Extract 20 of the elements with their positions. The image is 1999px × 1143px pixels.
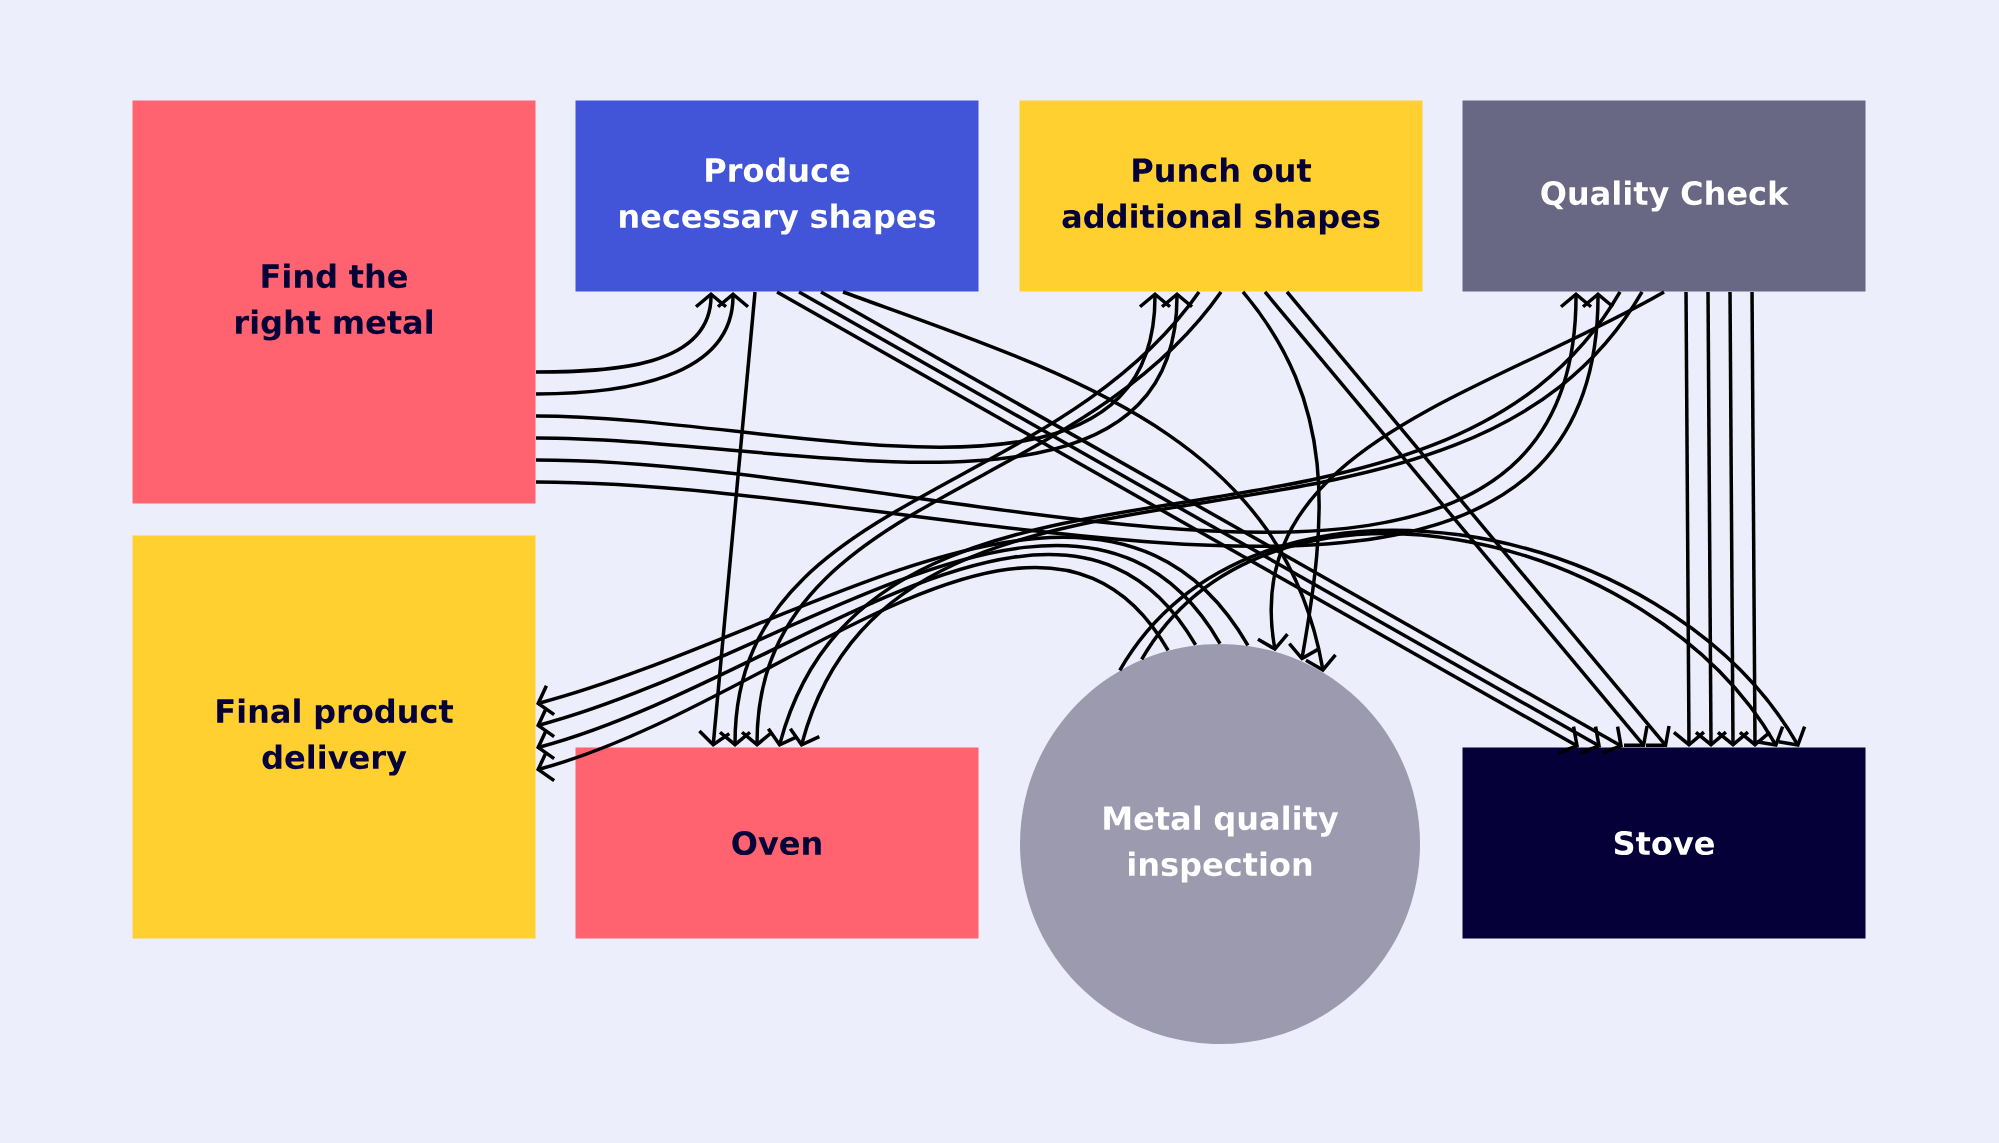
process-box: Stove — [1462, 747, 1866, 939]
arrow — [536, 554, 1197, 761]
arrow — [536, 535, 1250, 717]
arrow — [842, 290, 1337, 673]
arrow — [1716, 292, 1750, 747]
arrow — [536, 292, 728, 374]
arrow — [1257, 290, 1665, 652]
arrow — [536, 566, 1170, 783]
process-box: Quality Check — [1462, 100, 1866, 292]
process-box: Produce necessary shapes — [575, 100, 979, 292]
process-box: Final product delivery — [132, 535, 536, 939]
arrow — [536, 292, 750, 396]
arrow — [698, 291, 757, 747]
process-box: Find the right metal — [132, 100, 536, 504]
arrow — [536, 544, 1222, 739]
arrow — [1241, 290, 1321, 661]
process-box: Punch out additional shapes — [1019, 100, 1423, 292]
arrow — [1694, 292, 1728, 747]
arrow — [1672, 292, 1706, 747]
process-box: Oven — [575, 747, 979, 939]
